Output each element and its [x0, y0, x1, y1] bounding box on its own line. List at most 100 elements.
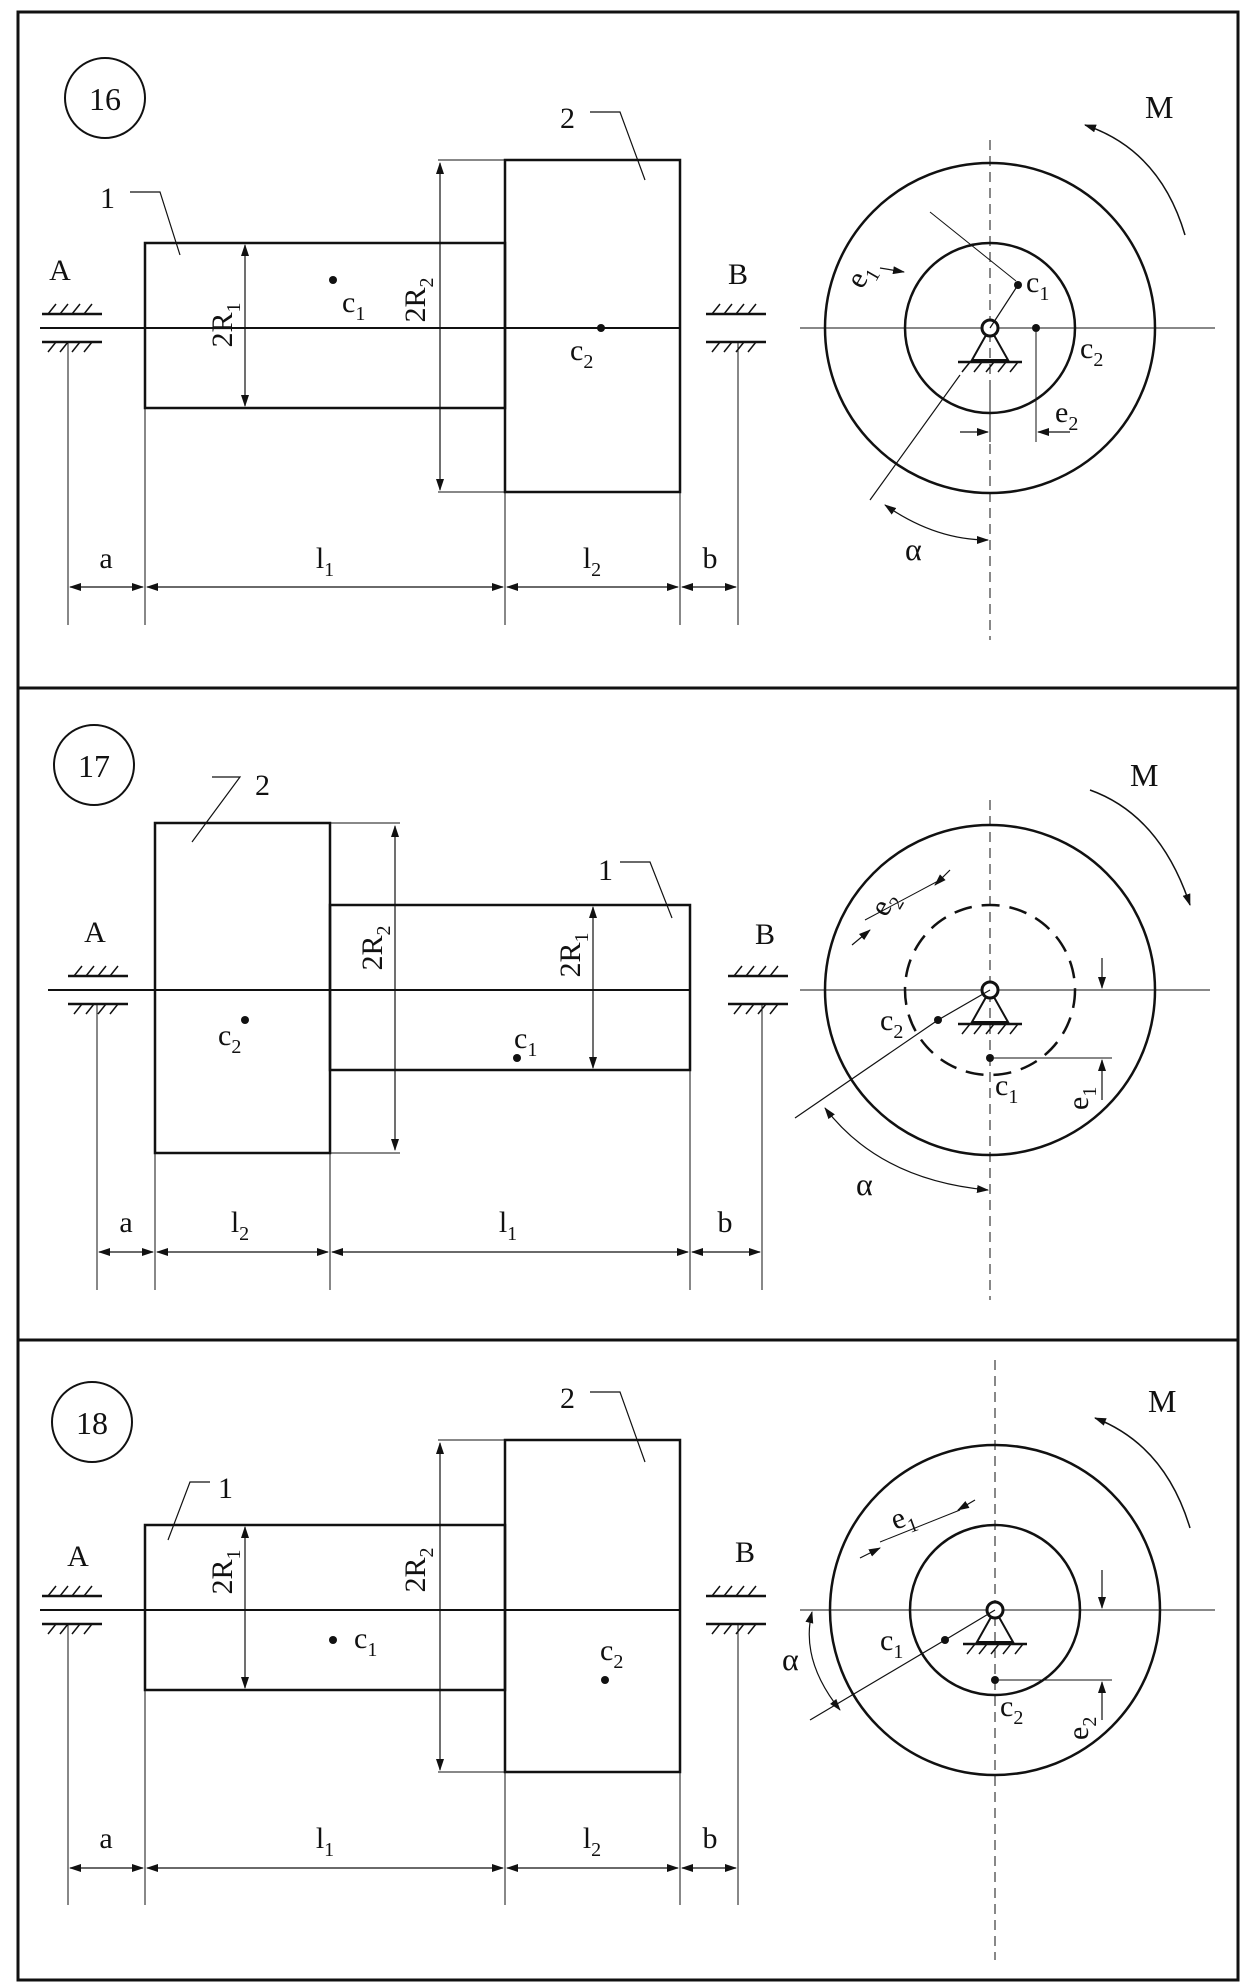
part-1-label: 1 — [598, 854, 613, 887]
side-c1-label: c1 — [995, 1069, 1018, 1108]
side-c1-label: c1 — [880, 1624, 903, 1663]
eccentricity-line-1 — [944, 1609, 996, 1641]
e2-dim — [864, 879, 941, 921]
dim-2r2-label: 2R2 — [356, 925, 395, 970]
e1-dim-arrow — [859, 1547, 881, 1559]
bearing-b — [706, 303, 766, 353]
bearing-a — [42, 303, 102, 353]
bearing-a — [42, 1585, 102, 1635]
cylinder-part-1 — [143, 1523, 507, 1692]
bearing-b — [706, 1585, 766, 1635]
panel-number: 17 — [78, 748, 110, 784]
dim-l2-label: l2 — [231, 1206, 249, 1245]
dim-l1-label: l1 — [499, 1206, 517, 1245]
dim-b-label: b — [718, 1206, 733, 1239]
angle-arc — [884, 504, 989, 544]
center-c1 — [329, 276, 337, 284]
dim-2r1-label: 2R1 — [554, 932, 593, 977]
e1-label: e1 — [839, 257, 884, 297]
length-dimensions — [67, 1624, 739, 1905]
support-label-b: B — [728, 258, 748, 291]
cylinder-part-2 — [503, 1438, 682, 1774]
length-dimensions — [96, 1004, 763, 1290]
panel-number-circle — [64, 57, 146, 139]
eccentricity-dim-1 — [929, 211, 1017, 282]
part-2-label: 2 — [560, 102, 575, 135]
center-c1-label: c1 — [354, 1622, 377, 1661]
eccentricity-dim-1-arrow — [879, 266, 905, 275]
center-c1 — [329, 1636, 337, 1644]
dim-a-label: a — [99, 542, 112, 575]
moment-label: M — [1148, 1383, 1176, 1419]
panel-16: 16 A B 1 2 2R1 2R — [40, 57, 1215, 640]
support-label-b: B — [755, 918, 775, 951]
dim-2r1-label: 2R1 — [206, 1549, 245, 1594]
panel-number: 16 — [89, 81, 121, 117]
outer-disk — [823, 161, 1157, 495]
angle-ray — [869, 374, 961, 501]
outer-disk — [823, 823, 1157, 1157]
length-dimensions — [67, 342, 739, 625]
center-c2-label: c2 — [600, 1634, 623, 1673]
center-c2-label: c2 — [218, 1019, 241, 1058]
e1-dim — [879, 1509, 961, 1543]
dim-2r2-label: 2R2 — [399, 1547, 438, 1592]
dim-b-label: b — [703, 542, 718, 575]
support-label-a: A — [49, 254, 71, 287]
leader-part-1 — [167, 1481, 210, 1541]
dim-2r1-label: 2R1 — [206, 302, 245, 347]
part-2-label: 2 — [255, 769, 270, 802]
center-c1-label: c1 — [342, 286, 365, 325]
e1-label: e1 — [1062, 1087, 1101, 1110]
side-center-c2 — [1032, 324, 1040, 332]
outer-disk — [828, 1443, 1162, 1777]
panel-17: 17 A B 2 1 2R2 2R1 c2 c1 — [48, 724, 1210, 1300]
eccentricity-line-1 — [989, 284, 1019, 329]
angle-ray — [794, 1019, 939, 1119]
e1-label: e1 — [886, 1498, 921, 1543]
leader-part-2 — [590, 111, 646, 181]
center-c2 — [597, 324, 605, 332]
part-1-label: 1 — [100, 182, 115, 215]
side-c1-label: c1 — [1026, 266, 1049, 305]
side-center-c1 — [1014, 281, 1022, 289]
e2-dim-arrow — [934, 869, 951, 886]
center-c2 — [241, 1016, 249, 1024]
eccentricity-line-2 — [937, 989, 991, 1021]
leader-part-2 — [191, 776, 242, 843]
e2-label: e2 — [1062, 1717, 1101, 1740]
leader-part-1 — [130, 191, 181, 256]
moment-arrow — [1094, 1417, 1191, 1529]
angle-arc — [824, 1107, 989, 1193]
e2-label: e2 — [1055, 396, 1078, 435]
moment-label: M — [1130, 757, 1158, 793]
panel-number-circle — [53, 724, 135, 806]
moment-arrow — [1089, 789, 1191, 906]
leader-part-1 — [620, 861, 673, 919]
dim-l1-label: l1 — [316, 542, 334, 581]
angle-label: α — [782, 1641, 799, 1677]
bearing-a — [68, 965, 128, 1015]
moment-arrow — [1084, 124, 1186, 236]
cylinder-part-1 — [143, 241, 507, 410]
support-label-a: A — [67, 1540, 89, 1573]
e1-dim-arrow — [957, 1499, 976, 1511]
dim-l1-label: l1 — [316, 1822, 334, 1861]
side-center-c2 — [991, 1676, 999, 1684]
side-c2-label: c2 — [1000, 1690, 1023, 1729]
dim-l2-label: l2 — [583, 1822, 601, 1861]
cylinder-part-2 — [503, 158, 682, 494]
dim-l2-label: l2 — [583, 542, 601, 581]
center-c2 — [601, 1676, 609, 1684]
center-c2-label: c2 — [570, 334, 593, 373]
panel-18: 18 A B 1 2 2R1 2R2 c1 c2 — [40, 1360, 1215, 1960]
support-label-b: B — [735, 1536, 755, 1569]
sheet-frame — [16, 10, 1240, 1982]
angle-label: α — [856, 1166, 873, 1202]
bearing-b — [728, 965, 788, 1015]
side-c2-label: c2 — [880, 1004, 903, 1043]
center-c1 — [513, 1054, 521, 1062]
panel-number: 18 — [76, 1405, 108, 1441]
